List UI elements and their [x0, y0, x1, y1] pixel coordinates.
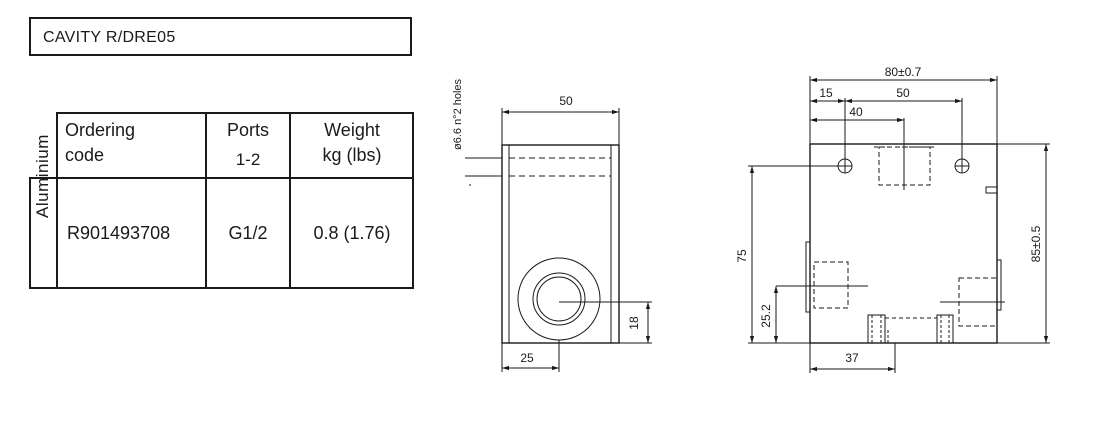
front-port-height-dim: 18 [627, 316, 641, 330]
table-grid [29, 112, 414, 289]
front-view [465, 108, 652, 372]
side-lower-height-dim: 25.2 [759, 304, 773, 328]
side-height-dim: 75 [735, 249, 749, 263]
front-port-offset-dim: 25 [520, 351, 534, 365]
front-hole-label: ø6.6 n°2 holes [452, 78, 464, 150]
cell-weight: 0.8 (1.76) [313, 223, 391, 243]
side-port-offset-dim: 40 [849, 105, 863, 119]
side-overall-width-dim: 80±0.7 [885, 65, 922, 79]
front-width-dim: 50 [559, 94, 573, 108]
header-ports: Ports 1-2 [226, 120, 269, 169]
header-weight: Weight kg (lbs) [322, 120, 382, 165]
side-hole-offset-dim: 15 [819, 86, 833, 100]
header-ordering-code: Ordering code [65, 120, 136, 165]
cavity-title: CAVITY R/DRE05 [43, 29, 176, 46]
title-box: CAVITY R/DRE05 [29, 17, 412, 56]
cell-ports: G1/2 [228, 223, 268, 243]
side-bottom-port-dim: 37 [845, 351, 859, 365]
side-overall-height-dim: 85±0.5 [1029, 225, 1043, 262]
spec-table: Ordering code Ports 1-2 Weight kg (lbs) … [29, 112, 414, 289]
side-view [748, 76, 1050, 373]
cell-ordering-code: R901493708 [67, 223, 171, 243]
side-hole-spacing-dim: 50 [896, 86, 910, 100]
